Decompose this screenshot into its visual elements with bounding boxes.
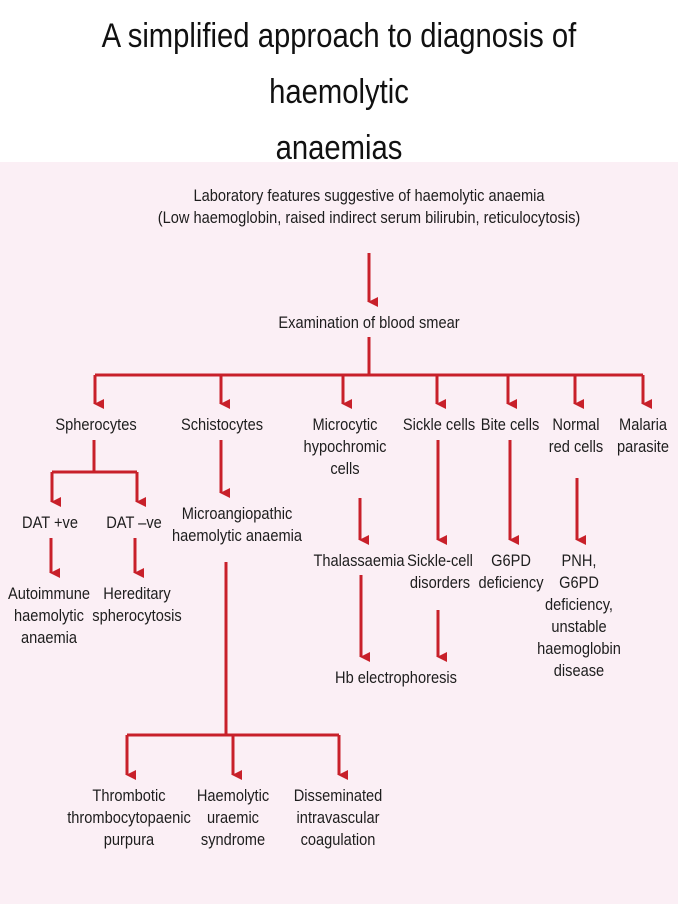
node-text-line: Thalassaemia [313, 551, 405, 570]
node-text-line: Malaria [619, 415, 667, 434]
node-text-line: disorders [409, 573, 471, 592]
node-text-line: deficiency [478, 573, 544, 592]
node-pnh-g6pd-unstable-haemoglobin: PNH, G6PD deficiency, unstable haemoglobin di… [537, 550, 621, 682]
node-text-line: Sickle-cell [407, 551, 473, 570]
node-microangiopathic-haemolytic-anaemia: Microangiopathic haemolytic anaemia [172, 503, 302, 547]
node-blood-smear: Examination of blood smear [278, 312, 459, 334]
slide-title: A simplified approach to diagnosis of ha… [101, 17, 577, 167]
node-autoimmune-haemolytic-anaemia: Autoimmune haemolytic anaemia [8, 583, 90, 649]
node-text-line: disease [553, 661, 605, 680]
node-bite-cells: Bite cells [481, 414, 540, 436]
node-text-line: (Low haemoglobin, raised indirect serum … [157, 208, 581, 227]
node-text-line: unstable [551, 617, 607, 636]
node-text-line: Haemolytic [196, 786, 270, 805]
node-text-line: DAT –ve [106, 513, 162, 532]
node-text-line: uraemic [206, 808, 260, 827]
node-text-line: red cells [548, 437, 604, 456]
node-sickle-cells: Sickle cells [403, 414, 475, 436]
node-hb-electrophoresis: Hb electrophoresis [335, 667, 457, 689]
node-text-line: G6PD [559, 573, 599, 592]
node-text-line: Disseminated [293, 786, 383, 805]
node-text-line: Thrombotic [92, 786, 166, 805]
node-text-line: Sickle cells [402, 415, 476, 434]
node-text-line: haemolytic [14, 606, 84, 625]
node-disseminated-intravascular-coagulation: Disseminated intravascular coagulation [294, 785, 383, 851]
node-text-line: Bite cells [480, 415, 540, 434]
node-text-line: PNH, [561, 551, 597, 570]
node-text-line: Schistocytes [180, 415, 264, 434]
node-text-line: anaemia [20, 628, 78, 647]
node-text-line: Normal [552, 415, 600, 434]
node-text-line: intravascular [296, 808, 380, 827]
node-text-line: thrombocytopaenic [67, 808, 191, 827]
node-spherocytes: Spherocytes [55, 414, 136, 436]
node-text-line: Spherocytes [55, 415, 137, 434]
node-thrombotic-thrombocytopaenic-purpura: Thrombotic thrombocytopaenic purpura [67, 785, 191, 851]
node-text-line: Examination of blood smear [278, 313, 460, 332]
node-hereditary-spherocytosis: Hereditary spherocytosis [92, 583, 181, 627]
node-g6pd-deficiency: G6PD deficiency [478, 550, 543, 594]
node-thalassaemia: Thalassaemia [313, 550, 404, 572]
node-text-line: parasite [616, 437, 670, 456]
node-dat-negative: DAT –ve [106, 512, 162, 534]
node-text-line: Microangiopathic [181, 504, 293, 523]
node-malaria-parasite: Malaria parasite [617, 414, 669, 458]
node-text-line: Autoimmune [7, 584, 91, 603]
node-lab-features: Laboratory features suggestive of haemol… [158, 185, 581, 229]
node-text-line: purpura [103, 830, 155, 849]
node-text-line: spherocytosis [92, 606, 182, 625]
node-text-line: Microcytic [312, 415, 378, 434]
node-text-line: cells [330, 459, 360, 478]
node-text-line: coagulation [300, 830, 376, 849]
node-text-line: DAT +ve [22, 513, 78, 532]
node-text-line: haemoglobin [537, 639, 621, 658]
node-text-line: Hereditary [103, 584, 171, 603]
node-haemolytic-uraemic-syndrome: Haemolytic uraemic syndrome [197, 785, 269, 851]
flowchart-panel [0, 162, 678, 904]
node-text-line: Hb electrophoresis [335, 668, 457, 687]
node-normal-red-cells: Normal red cells [549, 414, 603, 458]
node-text-line: hypochromic [303, 437, 387, 456]
node-schistocytes: Schistocytes [181, 414, 263, 436]
node-sickle-cell-disorders: Sickle-cell disorders [407, 550, 473, 594]
node-text-line: haemolytic anaemia [171, 526, 303, 545]
node-text-line: Laboratory features suggestive of haemol… [193, 186, 545, 205]
node-text-line: G6PD [491, 551, 531, 570]
node-dat-positive: DAT +ve [22, 512, 78, 534]
node-text-line: deficiency, [544, 595, 613, 614]
node-text-line: syndrome [200, 830, 266, 849]
node-microcytic-hypochromic: Microcytic hypochromic cells [304, 414, 387, 480]
